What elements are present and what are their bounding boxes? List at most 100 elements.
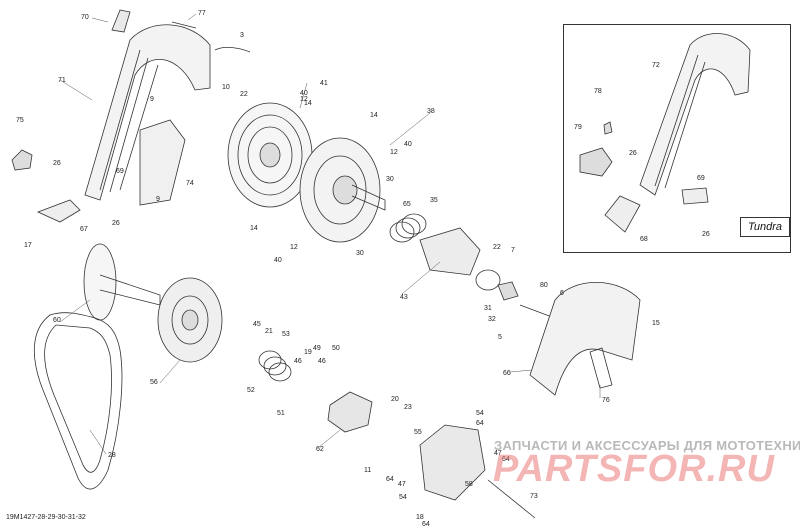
driven-pulley-half [227, 102, 313, 208]
callout-c35: 35 [430, 197, 438, 204]
callout-c72: 72 [652, 62, 660, 69]
callout-c46b: 46 [318, 358, 326, 365]
callout-c40b: 40 [404, 141, 412, 148]
shaft-part [519, 304, 553, 318]
callout-c38: 38 [427, 108, 435, 115]
callout-c55: 55 [414, 429, 422, 436]
callout-c64c: 64 [386, 476, 394, 483]
callout-c22b: 22 [493, 244, 501, 251]
callout-c40c: 40 [300, 90, 308, 97]
callout-c32: 32 [488, 316, 496, 323]
bracket-part [139, 119, 186, 206]
callout-c40a: 40 [274, 257, 282, 264]
callout-c14a: 14 [250, 225, 258, 232]
callout-c53: 53 [282, 331, 290, 338]
callout-c12c: 12 [300, 96, 308, 103]
callout-c12b: 12 [390, 149, 398, 156]
driven-pulley-hub [299, 137, 386, 243]
callout-c41: 41 [320, 80, 328, 87]
callout-c14c: 14 [304, 100, 312, 107]
washer-part [475, 269, 501, 291]
cam-part [419, 227, 481, 276]
callout-c65: 65 [403, 201, 411, 208]
callout-c9a: 9 [150, 96, 154, 103]
callout-c50: 50 [332, 345, 340, 352]
callout-c26c: 26 [629, 150, 637, 157]
callout-c69a: 69 [116, 168, 124, 175]
callout-c80: 80 [540, 282, 548, 289]
callout-c60: 60 [53, 317, 61, 324]
sticker-part [589, 347, 613, 389]
drive-pulley-assembly [157, 277, 223, 363]
callout-c74: 74 [186, 180, 194, 187]
callout-c3: 3 [240, 32, 244, 39]
callout-c20: 20 [391, 396, 399, 403]
callout-c17: 17 [24, 242, 32, 249]
callout-c68: 68 [640, 236, 648, 243]
callout-c67: 67 [80, 226, 88, 233]
tundra-inset-frame [563, 24, 791, 253]
callout-c30b: 30 [356, 250, 364, 257]
callout-c71: 71 [58, 77, 66, 84]
callout-c70: 70 [81, 14, 89, 21]
callout-c73: 73 [530, 493, 538, 500]
spring-part [389, 213, 427, 243]
callout-c45: 45 [253, 321, 261, 328]
inset-art [579, 33, 751, 233]
inset-title: Tundra [740, 217, 790, 237]
callout-c78: 78 [594, 88, 602, 95]
clutch-cover [419, 424, 486, 501]
callout-c23: 23 [404, 404, 412, 411]
callout-c7: 7 [511, 247, 515, 254]
callout-c15: 15 [652, 320, 660, 327]
callout-c79: 79 [574, 124, 582, 131]
callout-c51: 51 [277, 410, 285, 417]
callout-c49: 49 [313, 345, 321, 352]
callout-c6: 6 [560, 290, 564, 297]
callout-c14b: 14 [370, 112, 378, 119]
callout-c11: 11 [364, 467, 372, 474]
callout-c26d: 26 [702, 231, 710, 238]
callout-c69b: 69 [697, 175, 705, 182]
callout-c64a: 64 [476, 420, 484, 427]
callout-c52: 52 [247, 387, 255, 394]
callout-c62: 62 [316, 446, 324, 453]
callout-c31: 31 [484, 305, 492, 312]
callout-c22a: 22 [240, 91, 248, 98]
callout-c46a: 46 [294, 358, 302, 365]
callout-c26a: 26 [53, 160, 61, 167]
callout-c28: 28 [108, 452, 116, 459]
watermark-text: ЗАПЧАСТИ И АКСЕССУАРЫ ДЛЯ МОТОТЕХНИКИ [494, 438, 800, 453]
callout-c64d: 64 [422, 521, 430, 528]
callout-c18: 18 [416, 514, 424, 521]
drawing-code: 19M1427-28-29-30-31-32 [6, 514, 86, 521]
nut-part [497, 281, 519, 301]
callout-c64b: 64 [502, 456, 510, 463]
drive-belt [33, 312, 123, 490]
callout-c47b: 47 [398, 481, 406, 488]
belt-guard-cover [529, 282, 641, 396]
callout-c19: 19 [304, 349, 312, 356]
callout-c9b: 9 [156, 196, 160, 203]
callout-c58: 58 [465, 481, 473, 488]
drive-pulley-half [83, 243, 161, 321]
drive-spring [258, 350, 292, 382]
callout-c10: 10 [222, 84, 230, 91]
callout-c54a: 54 [476, 410, 484, 417]
callout-c47a: 47 [494, 450, 502, 457]
callout-c12a: 12 [290, 244, 298, 251]
callout-c76: 76 [602, 397, 610, 404]
bolt-part [487, 479, 536, 519]
callout-c77: 77 [198, 10, 206, 17]
cable-part [214, 46, 251, 53]
watermark-logo: PARTSFOR.RU [493, 448, 775, 490]
spider-part [327, 391, 373, 433]
guard-part [84, 9, 211, 201]
part-75-shape [11, 149, 33, 171]
callout-c30a: 30 [386, 176, 394, 183]
callout-c43: 43 [400, 294, 408, 301]
lever-part [36, 199, 81, 223]
callout-c5: 5 [498, 334, 502, 341]
